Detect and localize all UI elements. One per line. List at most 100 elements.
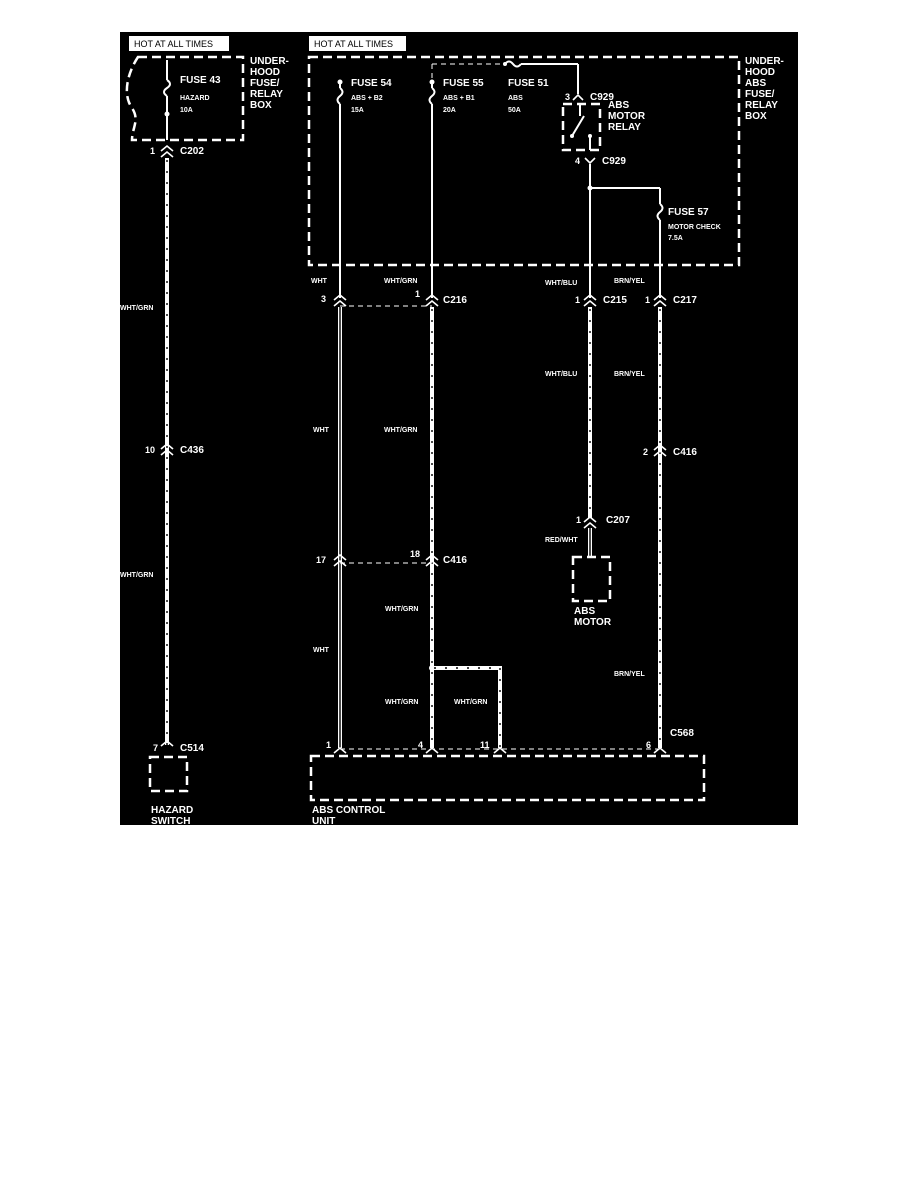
svg-text:1: 1 — [150, 146, 155, 156]
svg-text:17: 17 — [316, 555, 326, 565]
wire-label-wht-low: WHT — [313, 647, 330, 654]
svg-text:RELAY: RELAY — [608, 122, 641, 133]
wire-label-whtgrn-top: WHT/GRN — [384, 278, 417, 285]
svg-text:FUSE 43: FUSE 43 — [180, 75, 221, 86]
fuse-55: FUSE 55 ABS + B1 20A — [428, 64, 484, 298]
svg-text:C416: C416 — [673, 447, 697, 458]
svg-text:C215: C215 — [603, 295, 627, 306]
abs-motor-label: ABS MOTOR — [574, 606, 612, 628]
connector-c416-mid: 2 C416 — [643, 443, 697, 458]
svg-text:ABS + B1: ABS + B1 — [443, 95, 475, 102]
svg-text:C217: C217 — [673, 295, 697, 306]
svg-text:HOT AT ALL TIMES: HOT AT ALL TIMES — [134, 39, 213, 49]
connector-c929-top: 3 C929 — [565, 92, 614, 103]
hazard-switch-box — [148, 755, 189, 793]
connector-c416-lower: 17 18 C416 — [316, 549, 467, 567]
svg-text:C929: C929 — [602, 156, 626, 167]
svg-text:MOTOR: MOTOR — [608, 111, 646, 122]
underhood-abs-fuse-relay-box-label: UNDER- HOOD ABS FUSE/ RELAY BOX — [745, 56, 784, 122]
wire-label-hazard-lower: WHT/GRN — [120, 572, 153, 579]
wire-label-brnyel-low: BRN/YEL — [614, 671, 645, 678]
svg-text:1: 1 — [645, 295, 650, 305]
connector-c568: C568 — [670, 728, 694, 739]
fuse-51: FUSE 51 ABS 50A — [432, 60, 579, 114]
fuse-57: FUSE 57 MOTOR CHECK 7.5A — [656, 188, 721, 298]
header-left: HOT AT ALL TIMES — [129, 36, 229, 51]
svg-text:HAZARD: HAZARD — [180, 95, 210, 102]
wire-label-whtgrn-mid: WHT/GRN — [384, 427, 417, 434]
fuse-43: FUSE 43 HAZARD 10A — [163, 60, 221, 140]
svg-text:ABS: ABS — [574, 606, 595, 617]
wire-label-whtblu-top: WHT/BLU — [545, 280, 577, 287]
svg-text:10A: 10A — [180, 107, 193, 114]
wire-label-whtblu-mid: WHT/BLU — [545, 371, 577, 378]
svg-text:HOOD: HOOD — [250, 67, 280, 78]
svg-text:C216: C216 — [443, 295, 467, 306]
svg-text:18: 18 — [410, 549, 420, 559]
abs-motor-relay-label: ABS MOTOR RELAY — [608, 100, 646, 133]
svg-text:C207: C207 — [606, 515, 630, 526]
wire-label-hazard-upper: WHT/GRN — [120, 305, 153, 312]
svg-text:MOTOR: MOTOR — [574, 617, 612, 628]
wire-label-wht-mid: WHT — [313, 427, 330, 434]
svg-text:MOTOR CHECK: MOTOR CHECK — [668, 224, 721, 231]
svg-text:FUSE 51: FUSE 51 — [508, 78, 549, 89]
connector-c514: 7 C514 — [153, 739, 204, 754]
svg-text:FUSE 55: FUSE 55 — [443, 78, 484, 89]
svg-text:3: 3 — [565, 92, 570, 102]
wire-label-whtgrn-low1: WHT/GRN — [385, 606, 418, 613]
connector-c436: 10 C436 — [145, 442, 204, 456]
connector-c216: 3 1 C216 — [321, 289, 467, 307]
svg-text:1: 1 — [576, 515, 581, 525]
svg-text:50A: 50A — [508, 107, 521, 114]
svg-text:RELAY: RELAY — [250, 89, 283, 100]
diagram-background — [120, 32, 798, 825]
svg-text:C929: C929 — [590, 92, 614, 103]
svg-text:11: 11 — [480, 740, 490, 750]
svg-text:ABS CONTROL: ABS CONTROL — [312, 805, 385, 816]
svg-text:HOT AT ALL TIMES: HOT AT ALL TIMES — [314, 39, 393, 49]
connector-c215: 1 C215 — [575, 293, 627, 307]
svg-text:FUSE/: FUSE/ — [250, 78, 280, 89]
svg-text:2: 2 — [643, 447, 648, 457]
svg-text:6: 6 — [646, 740, 651, 750]
hazard-switch-label: HAZARD SWITCH — [151, 805, 193, 827]
svg-text:1: 1 — [415, 289, 420, 299]
svg-text:4: 4 — [418, 740, 423, 750]
abs-control-unit-connector: 1 4 11 6 — [326, 740, 667, 754]
abs-motor-box — [571, 555, 612, 603]
svg-text:FUSE/: FUSE/ — [745, 89, 775, 100]
connector-c929-bottom: 4 C929 — [575, 156, 626, 167]
wire-whtgrn-branch — [429, 665, 502, 748]
svg-text:RELAY: RELAY — [745, 100, 778, 111]
svg-text:1: 1 — [326, 740, 331, 750]
svg-text:7: 7 — [153, 743, 158, 753]
svg-text:BOX: BOX — [745, 111, 767, 122]
svg-text:ABS + B2: ABS + B2 — [351, 95, 383, 102]
svg-text:C436: C436 — [180, 445, 204, 456]
svg-text:15A: 15A — [351, 107, 364, 114]
svg-text:ABS: ABS — [508, 95, 523, 102]
wire-label-whtgrn-branch: WHT/GRN — [454, 699, 487, 706]
connector-c202: 1 C202 — [150, 144, 204, 158]
svg-text:HOOD: HOOD — [745, 67, 775, 78]
abs-control-unit-box — [309, 754, 706, 802]
connector-c207: 1 C207 — [576, 515, 630, 529]
wire-label-brnyel-top: BRN/YEL — [614, 278, 645, 285]
svg-text:UNIT: UNIT — [312, 816, 335, 827]
underhood-abs-fuse-relay-box-outline — [307, 55, 741, 267]
svg-text:C416: C416 — [443, 555, 467, 566]
fuse-54: FUSE 54 ABS + B2 15A — [336, 78, 392, 298]
svg-text:BOX: BOX — [250, 100, 272, 111]
svg-text:UNDER-: UNDER- — [250, 56, 289, 67]
svg-text:ABS: ABS — [745, 78, 766, 89]
svg-text:7.5A: 7.5A — [668, 235, 683, 242]
underhood-fuse-relay-box-outline — [125, 55, 245, 142]
wire-label-brnyel-mid: BRN/YEL — [614, 371, 645, 378]
svg-text:C514: C514 — [180, 743, 204, 754]
svg-text:FUSE 57: FUSE 57 — [668, 207, 709, 218]
svg-text:ABS: ABS — [608, 100, 629, 111]
svg-text:HAZARD: HAZARD — [151, 805, 193, 816]
abs-control-unit-label: ABS CONTROL UNIT — [312, 805, 385, 827]
